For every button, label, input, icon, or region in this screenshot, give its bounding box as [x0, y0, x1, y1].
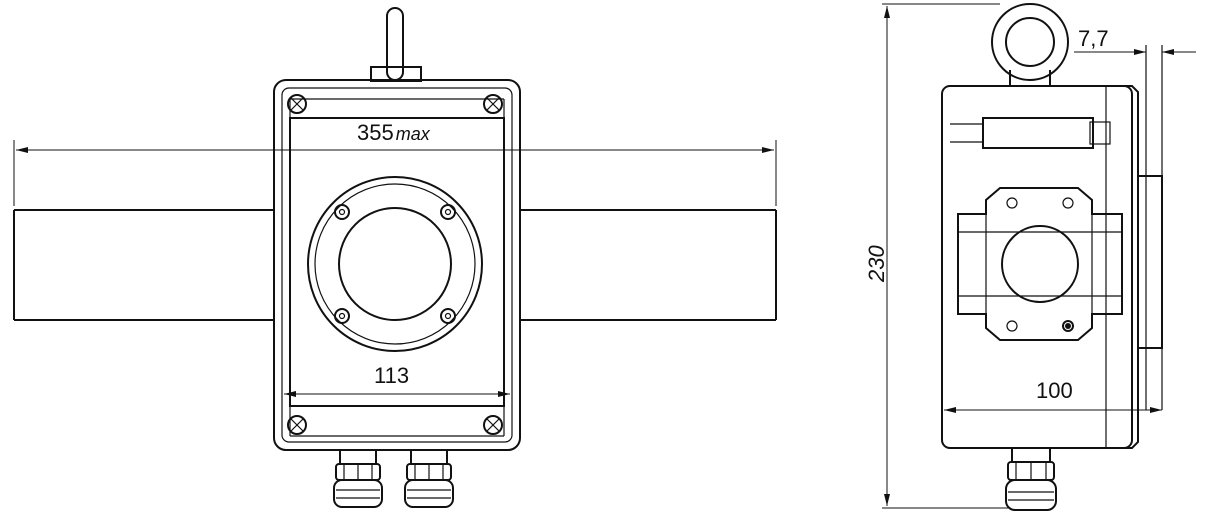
dim-height: 230	[864, 245, 889, 283]
cable-gland	[404, 449, 454, 508]
dimension-355	[13, 140, 777, 206]
pipe	[13, 209, 777, 321]
pipe-clamp	[957, 187, 1123, 341]
corner-screw	[483, 415, 503, 435]
lifting-eye	[991, 3, 1069, 87]
lifting-handle	[370, 7, 422, 82]
dim-width-value: 355	[357, 120, 394, 145]
dim-width-suffix: max	[396, 124, 431, 144]
corner-screw	[483, 94, 503, 114]
corner-screw	[287, 415, 307, 435]
enclosure-side	[941, 45, 1163, 449]
hinge-bar	[950, 117, 1111, 149]
side-view: 230 100 7,7	[864, 3, 1196, 511]
corner-screw	[287, 94, 307, 114]
dim-depth: 100	[1036, 378, 1073, 403]
dim-plate: 7,7	[1078, 26, 1109, 51]
cable-gland-side	[1005, 447, 1057, 511]
pipe-flange	[307, 176, 483, 352]
dim-box-width: 113	[374, 363, 409, 388]
cable-gland	[333, 449, 383, 508]
dimension-230	[882, 3, 1010, 509]
